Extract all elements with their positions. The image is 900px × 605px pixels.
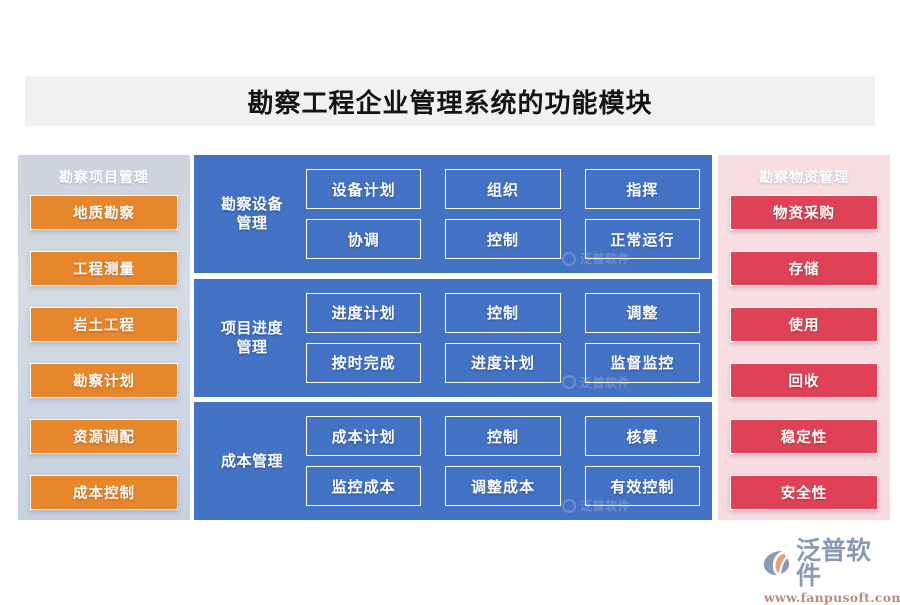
center-row-label-equipment-line2: 管理 (236, 214, 268, 232)
cell-equipment-command[interactable]: 指挥 (584, 169, 700, 209)
center-row-progress-management: 项目进度 管理 进度计划 控制 调整 按时完成 进度计划 监督监控 泛普软件 (194, 278, 712, 397)
page-title-bar: 勘察工程企业管理系统的功能模块 (25, 76, 875, 126)
center-row-cost-management: 成本管理 成本计划 控制 核算 监控成本 调整成本 有效控制 泛普软件 (194, 402, 712, 520)
right-sidebar-header: 勘察物资管理 (759, 170, 849, 186)
center-row-label-progress-line1: 项目进度 (220, 318, 283, 337)
cell-cost-accounting[interactable]: 核算 (584, 416, 700, 456)
sidebar-item-usage[interactable]: 使用 (730, 307, 878, 342)
sidebar-item-safety[interactable]: 安全性 (730, 475, 878, 510)
cell-cost-effective-control[interactable]: 有效控制 (584, 466, 700, 506)
cell-cost-adjustment[interactable]: 调整成本 (445, 466, 561, 506)
center-row-equipment-management: 勘察设备 管理 设备计划 组织 指挥 协调 控制 正常运行 泛普软件 (194, 155, 712, 273)
sidebar-item-geological-survey[interactable]: 地质勘察 (30, 195, 178, 230)
brand-logo-row: 泛普软件 (762, 538, 894, 588)
cell-progress-plan[interactable]: 进度计划 (306, 292, 422, 333)
center-row-label-equipment-line1: 勘察设备 (220, 195, 283, 214)
cell-cost-plan[interactable]: 成本计划 (306, 416, 422, 456)
center-row-grid-progress: 进度计划 控制 调整 按时完成 进度计划 监督监控 (306, 292, 704, 383)
sidebar-item-recycling[interactable]: 回收 (730, 363, 878, 398)
brand-url: www.fanpusoft.com (764, 590, 900, 605)
cell-equipment-normal-operation[interactable]: 正常运行 (584, 219, 700, 259)
center-row-label-cost-line1: 成本管理 (220, 451, 283, 470)
cell-cost-monitoring[interactable]: 监控成本 (306, 466, 422, 506)
cell-progress-supervision[interactable]: 监督监控 (584, 342, 700, 383)
cell-equipment-organization[interactable]: 组织 (445, 169, 561, 209)
cell-progress-control[interactable]: 控制 (445, 292, 561, 333)
center-row-label-equipment: 勘察设备 管理 (198, 195, 306, 233)
right-sidebar: 勘察物资管理 物资采购 存储 使用 回收 稳定性 安全性 (718, 155, 890, 520)
center-row-grid-cost: 成本计划 控制 核算 监控成本 调整成本 有效控制 (306, 416, 704, 506)
sidebar-item-cost-control[interactable]: 成本控制 (30, 475, 178, 510)
cell-cost-control[interactable]: 控制 (445, 416, 561, 456)
cell-progress-plan-2[interactable]: 进度计划 (445, 342, 561, 383)
center-panel: 勘察设备 管理 设备计划 组织 指挥 协调 控制 正常运行 泛普软件 项目进度 (194, 155, 712, 520)
brand-logo: 泛普软件 www.fanpusoft.com (762, 538, 900, 605)
left-sidebar: 勘察项目管理 地质勘察 工程测量 岩土工程 勘察计划 资源调配 成本控制 (18, 155, 190, 520)
brand-name: 泛普软件 (796, 536, 872, 590)
brand-swoosh-icon (763, 550, 790, 576)
right-sidebar-items: 物资采购 存储 使用 回收 稳定性 安全性 (730, 195, 878, 510)
sidebar-item-engineering-survey[interactable]: 工程测量 (30, 251, 178, 286)
cell-equipment-control[interactable]: 控制 (445, 219, 561, 259)
page-title: 勘察工程企业管理系统的功能模块 (247, 88, 653, 119)
left-sidebar-header: 勘察项目管理 (59, 170, 149, 186)
center-row-label-cost: 成本管理 (198, 452, 306, 471)
cell-equipment-coordination[interactable]: 协调 (306, 219, 422, 259)
center-row-label-progress-line2: 管理 (236, 337, 268, 356)
sidebar-item-stability[interactable]: 稳定性 (730, 419, 878, 454)
center-row-grid-equipment: 设备计划 组织 指挥 协调 控制 正常运行 (306, 169, 704, 259)
sidebar-item-storage[interactable]: 存储 (730, 251, 878, 286)
sidebar-item-material-procurement[interactable]: 物资采购 (730, 195, 878, 230)
sidebar-item-geotechnical-engineering[interactable]: 岩土工程 (30, 307, 178, 342)
left-sidebar-items: 地质勘察 工程测量 岩土工程 勘察计划 资源调配 成本控制 (30, 195, 178, 510)
cell-equipment-plan[interactable]: 设备计划 (306, 169, 422, 209)
sidebar-item-survey-plan[interactable]: 勘察计划 (30, 363, 178, 398)
sidebar-item-resource-allocation[interactable]: 资源调配 (30, 419, 178, 454)
cell-progress-adjustment[interactable]: 调整 (584, 292, 700, 333)
center-row-label-progress: 项目进度 管理 (198, 319, 306, 357)
cell-progress-on-time-completion[interactable]: 按时完成 (306, 342, 422, 383)
